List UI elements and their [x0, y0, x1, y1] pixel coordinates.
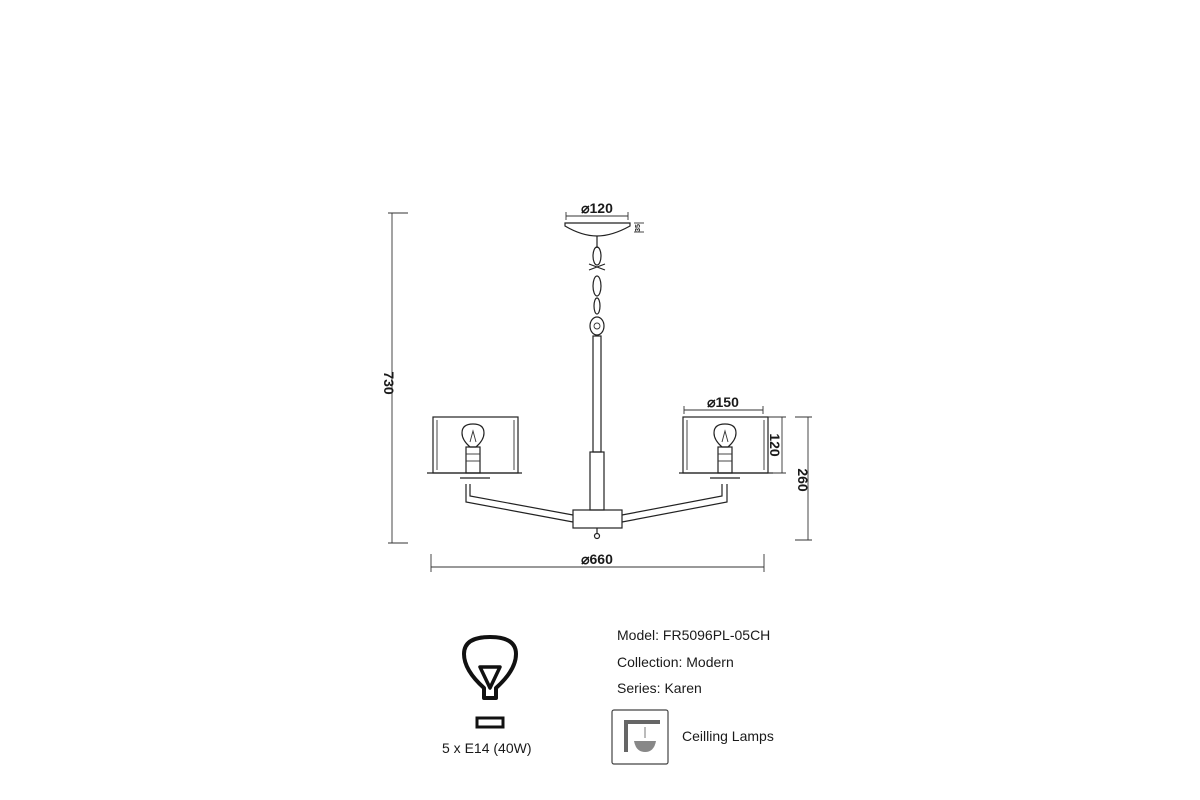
arms [465, 484, 728, 523]
overall-diameter-label: ⌀660 [581, 551, 613, 567]
collection-text: Collection: Modern [617, 654, 734, 670]
right-bulb-drawing [713, 423, 737, 474]
category-label: Ceilling Lamps [682, 728, 774, 744]
canopy [564, 222, 631, 237]
shade-diameter-label: ⌀150 [707, 394, 739, 410]
series-text: Series: Karen [617, 680, 702, 696]
total-height-label: 730 [381, 371, 397, 395]
body-height-label: 260 [795, 468, 811, 492]
right-shade [679, 416, 773, 479]
total-height-dimension: 730 [381, 212, 408, 544]
canopy-diameter-label: ⌀120 [581, 200, 613, 216]
model-text: Model: FR5096PL-05CH [617, 627, 771, 643]
shade-height-dimension: 120 [767, 416, 786, 474]
left-bulb-drawing [461, 423, 485, 474]
chain [588, 236, 606, 336]
left-shade [427, 416, 522, 479]
body-height-dimension: 260 [795, 416, 812, 541]
center-hub [572, 509, 623, 540]
canopy-diameter-dimension: ⌀120 [565, 200, 629, 220]
shade-height-label: 120 [767, 433, 783, 457]
shade-diameter-dimension: ⌀150 [683, 394, 764, 414]
bulb-spec-label: 5 x E14 (40W) [442, 740, 532, 756]
canopy-height-dimension: 35 [634, 222, 644, 233]
overall-diameter-dimension: ⌀660 [430, 551, 765, 572]
ceiling-lamp-icon [611, 709, 669, 765]
light-bulb-icon [462, 635, 518, 729]
canopy-height-label: 35 [635, 224, 642, 232]
stem [589, 335, 605, 511]
